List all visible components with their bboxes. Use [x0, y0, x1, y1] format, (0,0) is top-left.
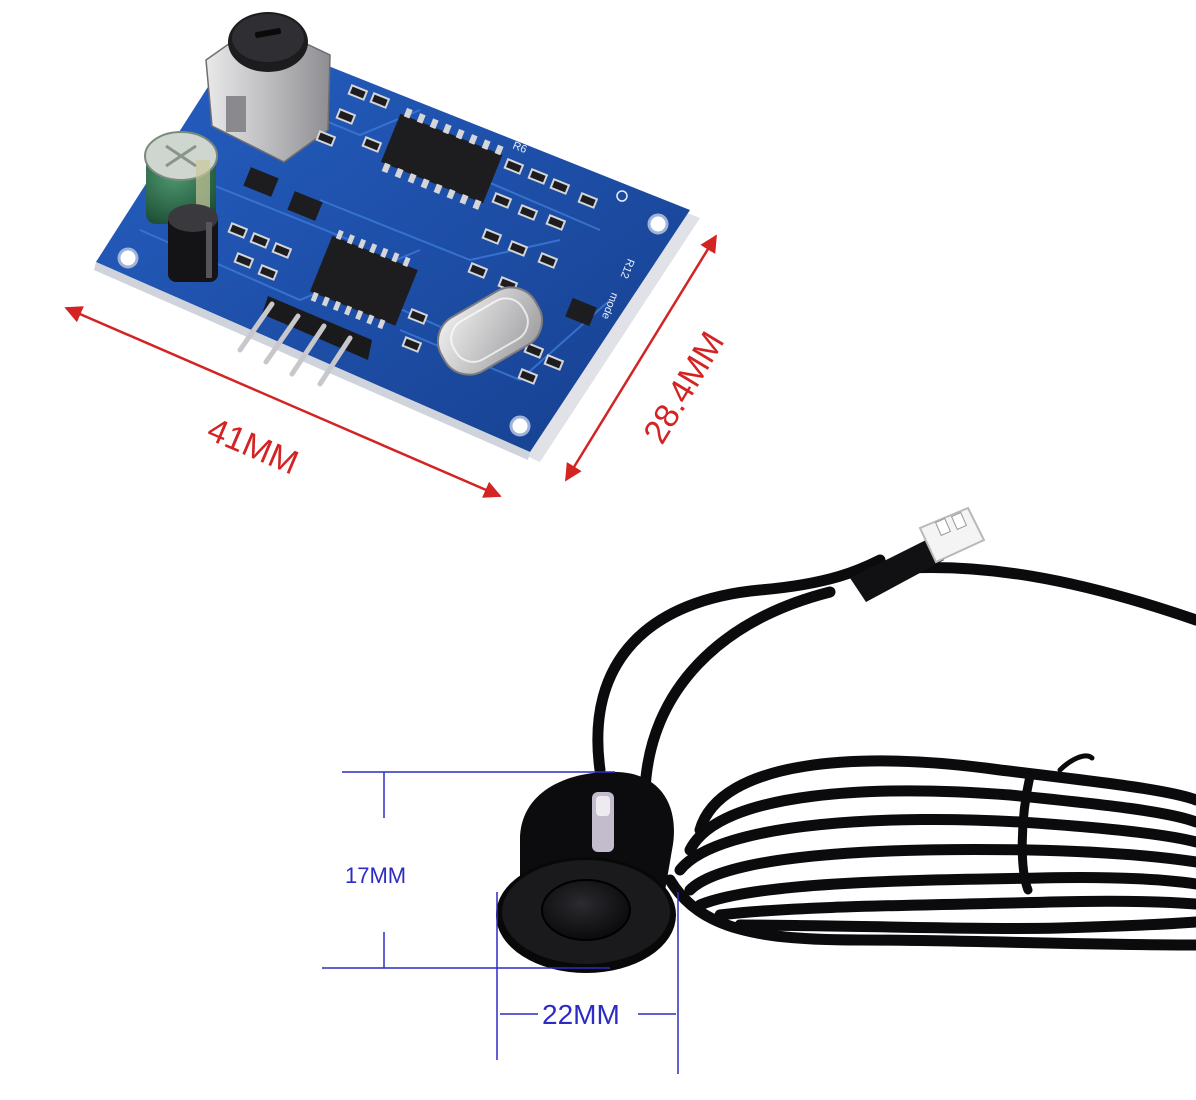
- sensor-transducer-face: [541, 879, 631, 941]
- pcb-module: R6 R12 mode: [94, 12, 700, 462]
- silkscreen-r6: R6: [511, 140, 529, 156]
- sensor-diameter-label: 22MM: [542, 999, 620, 1030]
- ultrasonic-sensor: [496, 771, 676, 973]
- board-height-arrow: [564, 234, 718, 482]
- sensor-height-dimension: [322, 771, 615, 969]
- capacitor-black: [168, 204, 218, 282]
- board-width-arrow: [64, 306, 502, 498]
- ic-chip-top: [380, 107, 504, 210]
- potentiometer: [205, 12, 331, 163]
- mounting-holes: [117, 51, 669, 437]
- board-width-label: 41MM: [202, 410, 304, 482]
- sensor-diameter-dimension: [496, 892, 679, 1074]
- sensor-height-label: 17MM: [345, 863, 406, 888]
- sensor-cable: [592, 554, 1196, 951]
- cable-connector: [850, 506, 986, 602]
